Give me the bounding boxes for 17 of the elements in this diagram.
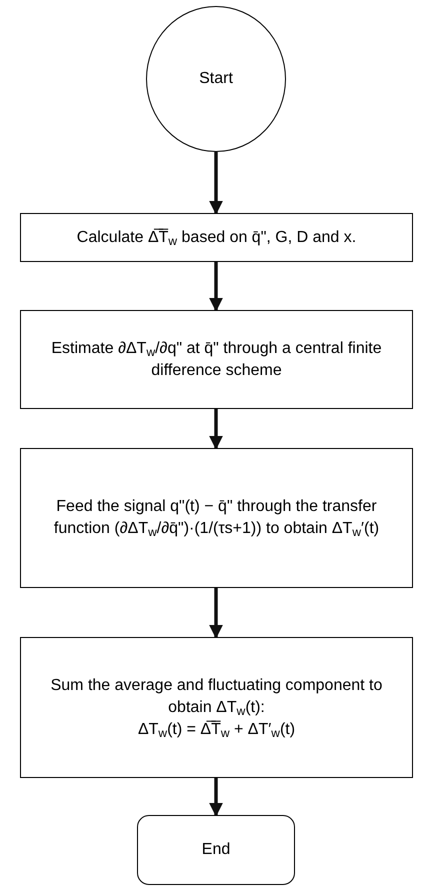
terminal-box: [137, 815, 295, 885]
node-text: Feed the signal q"(t) − q̄" through the transfer function (∂ΔT$_{w}$/∂q̄")·(1/(τs+1)) to obtain ΔT$_{w}$′(t): [52, 497, 380, 540]
node-text: ΔT$_{w}$(t) = Δ̅T̅$_{w}$ + ΔT′$_{w}$(t): [138, 720, 296, 740]
process-box: [20, 310, 413, 409]
node-text: Sum the average and fluctuating component to obtain ΔT$_{w}$(t):: [50, 676, 384, 718]
node-text: End: [202, 840, 230, 860]
process-box: [20, 213, 413, 262]
process-box: [20, 637, 413, 778]
arrow: [209, 262, 223, 312]
node-text: Calculate Δ̅T̅$_{w}$ based on q̄", G, D and x.: [76, 228, 356, 248]
arrow: [209, 778, 223, 817]
arrow: [209, 588, 223, 639]
node-text: Start: [199, 69, 233, 89]
arrow: [209, 409, 223, 450]
process-box: [20, 448, 413, 588]
arrow: [209, 152, 223, 215]
node-text: Estimate ∂ΔT$_{w}$/∂q" at q̄" through a central finite difference scheme: [50, 338, 383, 380]
